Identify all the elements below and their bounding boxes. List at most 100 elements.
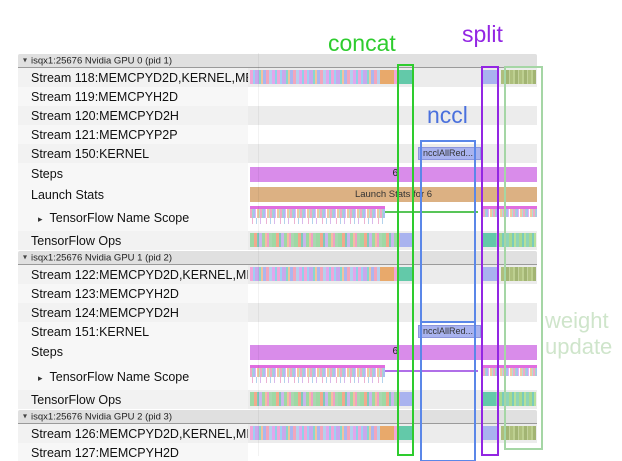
row-timeline-cell[interactable]: ncclAllRed... xyxy=(248,322,537,341)
row-gpu0-header[interactable]: ▾isqx1:25676 Nvidia GPU 0 (pid 1) xyxy=(0,53,622,68)
row-namescope-gpu0[interactable]: ▸TensorFlow Name Scope xyxy=(0,204,622,231)
kernel-activity-segment[interactable] xyxy=(250,70,380,84)
activity-segment[interactable] xyxy=(394,70,399,84)
row-timeline-cell[interactable] xyxy=(248,265,537,284)
concat-op-segment[interactable] xyxy=(399,426,413,440)
row-stream-124[interactable]: Stream 124:MEMCPYD2H xyxy=(0,303,622,322)
concat-op-segment[interactable] xyxy=(399,267,413,281)
name-scope-line xyxy=(385,211,478,213)
activity-segment[interactable] xyxy=(380,426,394,440)
row-timeline-cell[interactable] xyxy=(248,363,537,390)
activity-segment[interactable] xyxy=(394,267,399,281)
weight-update-segment[interactable] xyxy=(501,426,536,440)
row-stream-151[interactable]: Stream 151:KERNEL ncclAllRed... xyxy=(0,322,622,341)
split-op-segment[interactable] xyxy=(483,267,497,281)
split-label: split xyxy=(462,21,503,47)
weight-update-segment[interactable] xyxy=(501,267,536,281)
name-scope-block[interactable] xyxy=(250,206,385,224)
row-stream-126[interactable]: Stream 126:MEMCPYD2D,KERNEL,MI xyxy=(0,424,622,443)
split-op-segment[interactable] xyxy=(483,392,496,406)
concat-op-segment[interactable] xyxy=(400,392,413,406)
collapse-triangle-icon[interactable]: ▾ xyxy=(23,411,28,420)
activity-segment[interactable] xyxy=(380,70,394,84)
row-label: Stream 123:MEMCPYH2D xyxy=(31,286,179,301)
row-label: Stream 119:MEMCPYH2D xyxy=(31,89,179,104)
row-timeline-cell[interactable] xyxy=(248,68,537,87)
launch-stats-bar[interactable]: Launch Stats for 6 xyxy=(250,187,537,202)
expand-arrow-icon[interactable]: ▸ xyxy=(38,372,43,383)
row-ops-gpu0[interactable]: TensorFlow Ops xyxy=(0,231,622,250)
activity-segment[interactable] xyxy=(394,426,399,440)
collapse-triangle-icon[interactable]: ▾ xyxy=(23,55,28,64)
row-timeline-cell[interactable] xyxy=(248,125,537,144)
row-label-cell: Stream 118:MEMCPYD2D,KERNEL,ME xyxy=(18,68,248,87)
row-namescope-gpu1[interactable]: ▸TensorFlow Name Scope xyxy=(0,363,622,390)
gpu-section-header[interactable]: ▾isqx1:25676 Nvidia GPU 1 (pid 2) xyxy=(18,251,537,265)
row-label: Stream 122:MEMCPYD2D,KERNEL,MI xyxy=(31,267,248,282)
gpu-section-header[interactable]: ▾isqx1:25676 Nvidia GPU 0 (pid 1) xyxy=(18,54,537,68)
split-op-segment[interactable] xyxy=(483,426,497,440)
row-timeline-cell[interactable] xyxy=(248,87,537,106)
collapse-triangle-icon[interactable]: ▾ xyxy=(23,252,28,261)
row-timeline-cell[interactable] xyxy=(248,204,537,231)
expand-arrow-icon[interactable]: ▸ xyxy=(38,213,43,224)
row-timeline-cell[interactable] xyxy=(248,303,537,322)
row-stream-123[interactable]: Stream 123:MEMCPYH2D xyxy=(0,284,622,303)
row-timeline-cell[interactable]: 6 xyxy=(248,163,537,185)
kernel-activity-segment[interactable] xyxy=(250,426,380,440)
tf-ops-segment[interactable] xyxy=(250,392,400,406)
name-scope-line xyxy=(385,370,478,372)
weight-update-segment[interactable] xyxy=(501,70,536,84)
row-stream-127[interactable]: Stream 127:MEMCPYH2D xyxy=(0,443,622,461)
name-scope-block[interactable] xyxy=(483,206,537,218)
row-label: Stream 127:MEMCPYH2D xyxy=(31,445,179,460)
row-label: Stream 118:MEMCPYD2D,KERNEL,ME xyxy=(31,70,248,85)
row-stream-121[interactable]: Stream 121:MEMCPYP2P xyxy=(0,125,622,144)
gpu-section-header[interactable]: ▾isqx1:25676 Nvidia GPU 2 (pid 3) xyxy=(18,410,537,424)
row-ops-gpu1[interactable]: TensorFlow Ops xyxy=(0,390,622,409)
row-gpu1-header[interactable]: ▾isqx1:25676 Nvidia GPU 1 (pid 2) xyxy=(0,250,622,265)
split-op-segment[interactable] xyxy=(483,70,497,84)
row-timeline-cell[interactable] xyxy=(248,443,537,461)
concat-op-segment[interactable] xyxy=(399,70,413,84)
row-label-cell: ▸TensorFlow Name Scope xyxy=(18,363,248,390)
row-timeline-cell[interactable]: ncclAllRed... xyxy=(248,144,537,163)
nccl-allreduce-bar[interactable]: ncclAllRed... xyxy=(418,147,481,160)
activity-segment[interactable] xyxy=(380,267,394,281)
row-label: Stream 121:MEMCPYP2P xyxy=(31,127,178,142)
row-stream-122[interactable]: Stream 122:MEMCPYD2D,KERNEL,MI xyxy=(0,265,622,284)
nccl-allreduce-bar[interactable]: ncclAllRed... xyxy=(418,325,481,338)
row-stream-118[interactable]: Stream 118:MEMCPYD2D,KERNEL,ME xyxy=(0,68,622,87)
row-stream-119[interactable]: Stream 119:MEMCPYH2D xyxy=(0,87,622,106)
row-timeline-cell[interactable] xyxy=(248,424,537,443)
row-timeline-cell[interactable]: 6 xyxy=(248,341,537,363)
row-label-cell: Stream 151:KERNEL xyxy=(18,322,248,341)
row-timeline-cell[interactable] xyxy=(248,106,537,125)
weight-update-segment[interactable] xyxy=(496,392,536,406)
row-stream-150[interactable]: Stream 150:KERNEL ncclAllRed... xyxy=(0,144,622,163)
split-op-segment[interactable] xyxy=(483,233,496,247)
steps-bar[interactable]: 6 xyxy=(250,167,537,182)
weight-update-segment[interactable] xyxy=(496,233,536,247)
concat-op-segment[interactable] xyxy=(400,233,413,247)
row-timeline-cell[interactable] xyxy=(248,231,537,250)
name-scope-block[interactable] xyxy=(483,365,537,377)
row-label: Stream 150:KERNEL xyxy=(31,146,150,161)
row-timeline-cell[interactable] xyxy=(248,390,537,409)
row-gpu2-header[interactable]: ▾isqx1:25676 Nvidia GPU 2 (pid 3) xyxy=(0,409,622,424)
steps-bar[interactable]: 6 xyxy=(250,345,537,360)
step-number: 6 xyxy=(392,346,398,357)
tf-ops-segment[interactable] xyxy=(250,233,400,247)
row-label-cell: Steps xyxy=(18,163,248,185)
row-label-cell: Stream 150:KERNEL xyxy=(18,144,248,163)
row-stream-120[interactable]: Stream 120:MEMCPYD2H xyxy=(0,106,622,125)
row-timeline-cell[interactable]: Launch Stats for 6 xyxy=(248,185,537,204)
name-scope-block[interactable] xyxy=(250,365,385,383)
row-timeline-cell[interactable] xyxy=(248,284,537,303)
kernel-activity-segment[interactable] xyxy=(250,267,380,281)
row-label: ▸TensorFlow Name Scope xyxy=(38,369,190,384)
row-label: Stream 126:MEMCPYD2D,KERNEL,MI xyxy=(31,426,248,441)
